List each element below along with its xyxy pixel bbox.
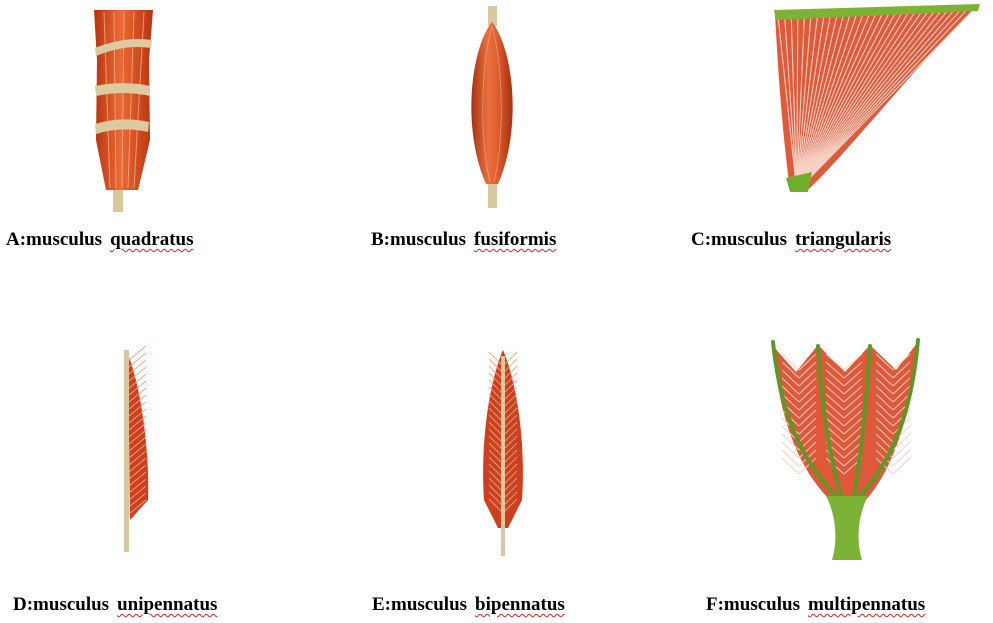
caption-f: F:musculus multipennatus bbox=[706, 594, 925, 616]
caption-f-term: multipennatus bbox=[808, 594, 925, 615]
caption-f-prefix: F:musculus bbox=[706, 594, 800, 615]
tendon-base-f bbox=[826, 496, 868, 560]
